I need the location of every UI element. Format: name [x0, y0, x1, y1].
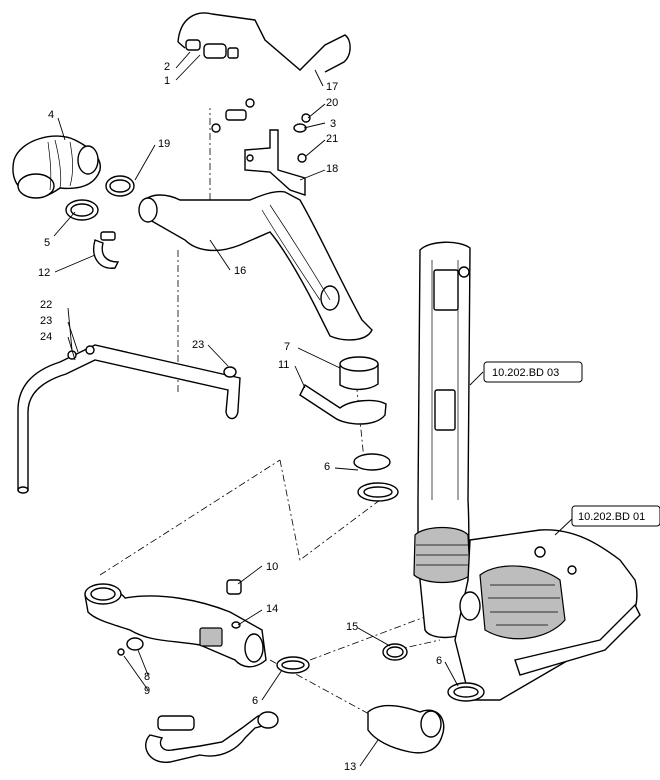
air-filter-housing	[454, 529, 641, 701]
clamps-19-5	[65, 175, 135, 221]
callout-9: 9	[144, 685, 150, 697]
elbow-hose-13	[367, 704, 445, 754]
callout-4: 4	[48, 109, 54, 121]
reference-label-bd01: 10.202.BD 01	[578, 511, 645, 523]
callout-22: 22	[40, 299, 52, 311]
callout-2: 2	[164, 61, 170, 73]
callout-6-right: 6	[436, 655, 442, 667]
callout-1: 1	[164, 75, 170, 87]
callout-10: 10	[266, 561, 278, 573]
clamp-6-middle	[353, 453, 399, 502]
callout-17: 17	[326, 81, 338, 93]
callout-3: 3	[330, 118, 336, 130]
lower-pipe-14	[84, 583, 267, 668]
clamp-6-right	[447, 682, 485, 702]
elbow-hose-4	[12, 135, 102, 199]
callout-11: 11	[278, 359, 289, 371]
reference-label-bd03: 10.202.BD 03	[492, 367, 559, 379]
tall-intake-duct	[413, 241, 471, 639]
reference-box-bd01: 10.202.BD 01	[571, 505, 660, 527]
tube-assembly-17	[177, 12, 351, 73]
callout-20: 20	[326, 97, 338, 109]
tube-assembly-24	[17, 344, 241, 494]
callout-5: 5	[44, 237, 50, 249]
strap-11	[299, 383, 387, 425]
callout-14: 14	[266, 603, 278, 615]
callout-24: 24	[40, 331, 52, 343]
clamp-15	[382, 643, 408, 661]
callout-7: 7	[284, 341, 290, 353]
reference-box-bd03: 10.202.BD 03	[483, 361, 583, 383]
strap-12	[93, 231, 120, 269]
callout-13: 13	[344, 761, 356, 773]
callout-23-middle: 23	[192, 339, 204, 351]
callout-6-middle: 6	[324, 461, 330, 473]
callout-23-left: 23	[40, 315, 52, 327]
callout-19: 19	[158, 138, 170, 150]
screw-8-9	[117, 637, 144, 656]
leader-lines	[53, 51, 574, 767]
clamp-6-lower	[276, 656, 310, 674]
sleeve-7	[339, 356, 379, 391]
cap-10	[226, 579, 242, 595]
callout-8: 8	[144, 671, 150, 683]
callout-numbers: 2 1 17 20 3 21 18 19 4 5 12 16 22 23 24 …	[38, 61, 442, 773]
callout-16: 16	[234, 265, 246, 277]
bottom-hose-assembly	[145, 711, 279, 763]
fasteners-top	[211, 98, 311, 163]
intake-pipe-16	[138, 190, 373, 341]
callout-6-lower: 6	[252, 695, 258, 707]
bracket-18	[244, 129, 306, 196]
callout-18: 18	[326, 163, 338, 175]
callout-21: 21	[326, 133, 338, 145]
callout-15: 15	[346, 621, 358, 633]
callout-12: 12	[38, 267, 50, 279]
